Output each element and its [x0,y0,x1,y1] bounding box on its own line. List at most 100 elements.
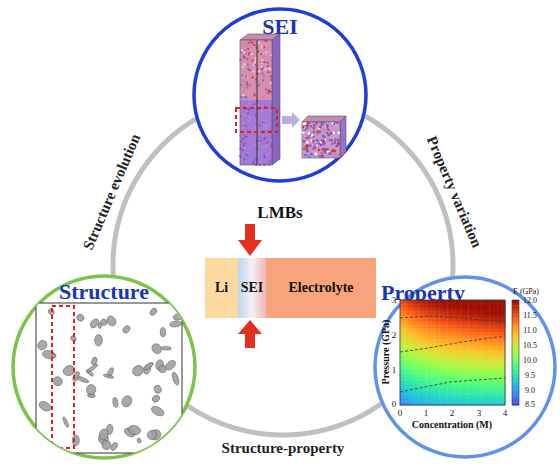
atom-dot [310,153,313,156]
void-blob [87,392,95,398]
contour-cell [450,353,453,357]
atom-dot [262,67,264,69]
atom-dot [240,96,242,98]
atom-dot [244,96,246,98]
contour-cell [487,325,490,329]
contour-cell [424,311,427,315]
contour-cell [476,388,479,392]
contour-cell [495,349,498,353]
contour-cell [479,353,482,357]
contour-cell [476,332,479,336]
contour-cell [400,395,403,399]
contour-cell [442,346,445,350]
contour-cell [484,377,487,381]
atom-dot [306,144,309,147]
colorbar [512,300,519,405]
contour-cell [471,398,474,402]
contour-cell [439,398,442,402]
contour-cell [426,335,429,339]
contour-cell [447,395,450,399]
contour-cell [479,304,482,308]
contour-cell [403,360,406,364]
contour-cell [405,349,408,353]
contour-cell [445,360,448,364]
zoom-region [52,306,74,448]
contour-cell [489,363,492,367]
contour-cell [489,300,492,304]
contour-cell [439,381,442,385]
atom-dot [270,144,272,146]
contour-cell [468,349,471,353]
contour-cell [492,335,495,339]
contour-cell [447,318,450,322]
contour-cell [424,304,427,308]
atom-dot [313,130,316,133]
atom-dot [308,132,311,135]
contour-cell [484,402,487,406]
contour-cell [408,304,411,308]
contour-cell [497,381,500,385]
contour-cell [408,402,411,406]
contour-cell [453,374,456,378]
atom-dot [316,132,319,135]
contour-cell [489,367,492,371]
contour-cell [500,335,503,339]
contour-cell [416,321,419,325]
colorbar-frame [512,300,519,405]
contour-cell [474,335,477,339]
colorbar-cell [512,311,519,314]
contour-cell [463,370,466,374]
contour-cell [453,332,456,336]
atom-dot [265,68,267,70]
contour-cell [463,349,466,353]
contour-cell [445,342,448,346]
contour-cell [481,370,484,374]
contour-cell [426,374,429,378]
contour-cell [403,318,406,322]
contour-cell [429,314,432,318]
contour-cell [453,314,456,318]
contour-cell [426,360,429,364]
atom-dot [303,140,306,143]
contour-cell [484,360,487,364]
contour-cell [400,367,403,371]
contour-cell [471,335,474,339]
contour-cell [400,346,403,350]
contour-cell [416,370,419,374]
contour-cell [463,328,466,332]
contour-cell [497,349,500,353]
contour-cell [455,339,458,343]
contour-cell [400,374,403,378]
atom-dot [263,60,265,62]
contour-cell [450,395,453,399]
contour-cell [447,363,450,367]
contour-cell [502,398,505,402]
contour-cell [497,360,500,364]
contour-cell [502,300,505,304]
edge-label: Structure evolution [81,132,143,252]
contour-cell [460,356,463,360]
contour-cell [484,370,487,374]
atom-dot [241,158,243,160]
contour-cell [466,363,469,367]
contour-cell [445,321,448,325]
contour-cell [481,346,484,350]
plot-frame [400,300,505,405]
contour-cell [445,374,448,378]
contour-cell [434,360,437,364]
contour-cell [497,353,500,357]
contour-cell [460,339,463,343]
colorbar-cell [512,376,519,379]
contour-cell [413,370,416,374]
contour-cell [500,384,503,388]
contour-cell [466,339,469,343]
contour-cell [400,314,403,318]
contour-cell [421,363,424,367]
contour-cell [421,304,424,308]
atom-dot [245,108,247,110]
contour-cell [426,377,429,381]
contour-cell [405,402,408,406]
contour-cell [495,374,498,378]
contour-cell [434,388,437,392]
void-blob [52,353,57,358]
